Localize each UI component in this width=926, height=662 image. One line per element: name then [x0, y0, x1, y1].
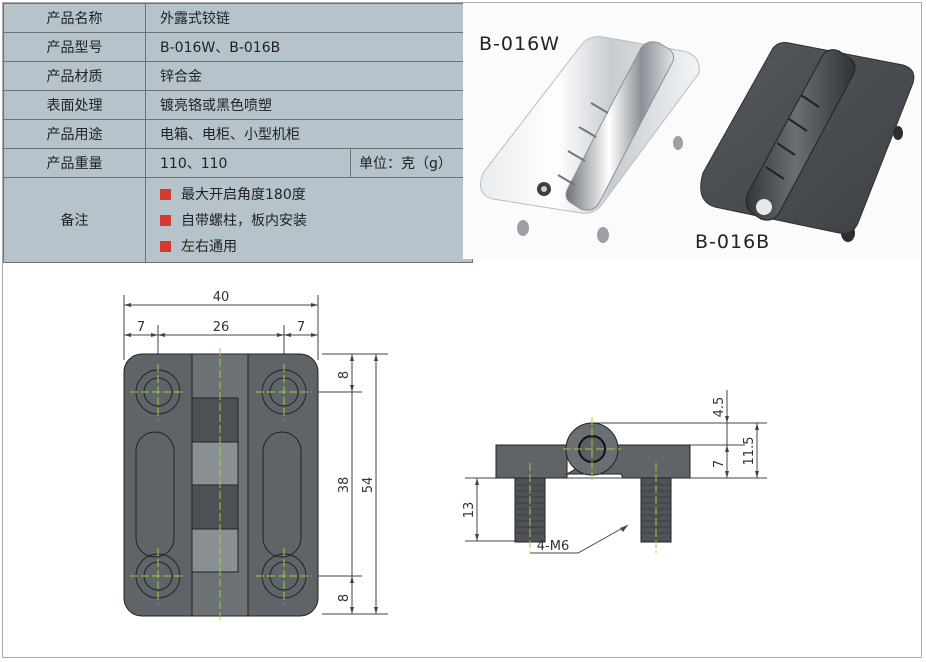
table-row: 表面处理 镀亮铬或黑色喷塑 — [3, 90, 473, 120]
note-text: 最大开启角度180度 — [181, 187, 306, 203]
threaded-studs — [514, 477, 672, 543]
thread-callout: 4-M6 — [537, 539, 569, 554]
dim-total-thickness: 11.5 — [742, 437, 757, 466]
dim-bottom-offset: 8 — [337, 594, 352, 602]
weight-unit: 单位：克（g） — [350, 148, 473, 178]
row-value: 110、110 — [145, 148, 351, 178]
note-text: 自带螺柱，板内安装 — [181, 213, 307, 229]
table-row: 产品型号 B-016W、B-016B — [3, 32, 473, 62]
note-item: 最大开启角度180度 — [160, 181, 472, 207]
model-label-black: B-016B — [695, 231, 771, 253]
row-value: 外露式铰链 — [145, 3, 473, 33]
bullet-icon — [160, 188, 171, 200]
side-plate-left — [495, 444, 568, 479]
dim-plate: 7 — [712, 460, 727, 468]
spec-table: 产品名称 外露式铰链 产品型号 B-016W、B-016B 产品材质 锌合金 表… — [3, 3, 473, 263]
side-view-drawing: 4.5 7 11.5 13 4-M6 — [462, 390, 767, 554]
dim-total-width: 40 — [213, 290, 230, 305]
dim-hole-vspan: 38 — [337, 477, 352, 494]
model-label-chrome: B-016W — [479, 33, 560, 55]
row-label: 产品型号 — [3, 32, 146, 62]
note-item: 自带螺柱，板内安装 — [160, 207, 472, 233]
hinge-photo-illustration — [480, 36, 915, 243]
row-label: 产品名称 — [3, 3, 146, 33]
table-row: 产品用途 电箱、电柜、小型机柜 — [3, 119, 473, 149]
front-view-drawing: 40 7 26 7 8 38 54 8 — [123, 290, 388, 622]
note-item: 左右通用 — [160, 233, 472, 259]
dim-knuckle: 4.5 — [712, 397, 727, 418]
table-row: 产品名称 外露式铰链 — [3, 3, 473, 33]
dim-left-offset: 7 — [137, 320, 145, 335]
bullet-icon — [160, 240, 171, 252]
centerlines — [130, 348, 312, 622]
dim-hole-span: 26 — [213, 320, 230, 335]
note-text: 左右通用 — [181, 239, 237, 255]
row-value: 电箱、电柜、小型机柜 — [145, 119, 473, 149]
dim-right-offset: 7 — [297, 320, 305, 335]
mounting-slot-left — [135, 431, 175, 558]
table-row: 产品重量 110、110 单位：克（g） — [3, 148, 473, 178]
row-value: B-016W、B-016B — [145, 32, 473, 62]
row-value: 锌合金 — [145, 61, 473, 91]
dim-top-offset: 8 — [337, 371, 352, 379]
notes-label: 备注 — [3, 177, 146, 263]
black-hinge-image — [700, 42, 915, 242]
side-centerlines — [529, 417, 657, 553]
table-row: 产品材质 锌合金 — [3, 61, 473, 91]
row-label: 产品材质 — [3, 61, 146, 91]
row-label: 表面处理 — [3, 90, 146, 120]
dim-total-height: 54 — [361, 477, 376, 494]
thread-leader-line — [530, 524, 629, 554]
chrome-hinge-image — [480, 36, 700, 243]
row-label: 产品重量 — [3, 148, 146, 178]
row-value: 镀亮铬或黑色喷塑 — [145, 90, 473, 120]
bullet-icon — [160, 214, 171, 226]
product-photos: B-016W B-016B — [463, 3, 920, 259]
row-label: 产品用途 — [3, 119, 146, 149]
mounting-slot-right — [262, 431, 302, 558]
table-row: 备注 最大开启角度180度 自带螺柱，板内安装 左右通用 — [3, 177, 473, 263]
notes-list: 最大开启角度180度 自带螺柱，板内安装 左右通用 — [145, 177, 473, 263]
dim-stud-length: 13 — [462, 502, 477, 519]
